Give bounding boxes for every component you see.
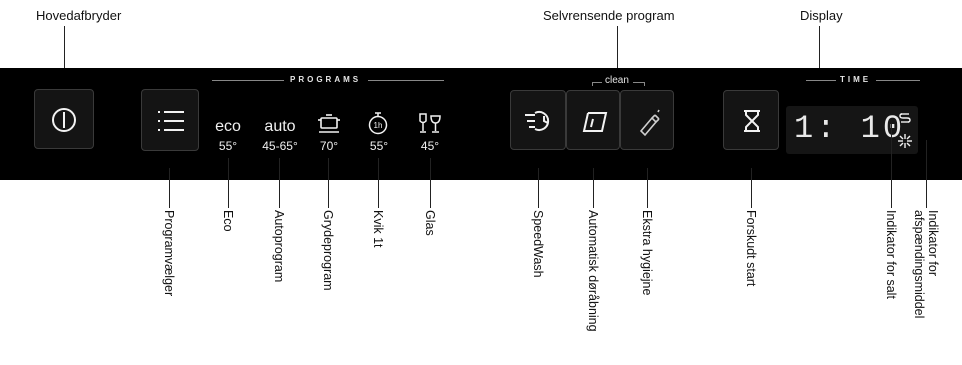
pot-icon[interactable] — [316, 112, 342, 136]
clean-header-line-left — [592, 82, 602, 83]
label-pots: Grydeprogram — [321, 210, 335, 291]
leader-quick — [378, 158, 379, 208]
menu-list-icon — [158, 111, 184, 131]
program-auto-label[interactable]: auto — [264, 118, 296, 135]
programs-header-line-right — [368, 80, 444, 81]
program-auto-temp: 45-65° — [262, 139, 298, 153]
label-program-selector: Programvælger — [162, 210, 176, 297]
leader-auto-door — [593, 168, 594, 208]
power-button[interactable] — [34, 89, 94, 149]
leader-extra-hygiene — [647, 168, 648, 208]
leader-rinse-aid — [926, 140, 927, 208]
leader-self-clean — [617, 26, 618, 68]
label-display: Display — [800, 8, 843, 23]
spray-bottle-icon — [639, 109, 660, 137]
leader-main-switch — [64, 26, 65, 96]
label-eco: Eco — [221, 210, 235, 232]
extra-hygiene-button[interactable] — [620, 90, 674, 150]
speedwash-button[interactable] — [510, 90, 566, 150]
clean-header-tick-left — [592, 82, 593, 86]
leader-delay-start — [751, 168, 752, 208]
clean-header: clean — [605, 75, 629, 86]
leader-display — [819, 26, 820, 104]
leader-pots — [328, 158, 329, 208]
control-panel: PROGRAMS eco 55° auto 45-65° 70° 1h 55° — [0, 68, 962, 180]
leader-salt — [891, 124, 892, 208]
svg-text:1h: 1h — [374, 121, 383, 130]
program-quick-temp: 55° — [369, 139, 389, 153]
label-delay-start: Forskudt start — [744, 210, 758, 287]
leader-program-selector — [169, 168, 170, 208]
leader-speedwash — [538, 168, 539, 208]
time-header: TIME — [840, 75, 872, 84]
program-eco-temp: 55° — [218, 139, 238, 153]
label-auto-door: Automatisk døråbning — [586, 210, 600, 332]
leader-glass — [430, 158, 431, 208]
display-value: 1: 10 — [794, 110, 906, 147]
auto-door-button[interactable] — [566, 90, 620, 150]
speedwash-icon — [525, 111, 550, 131]
salt-indicator-icon — [899, 113, 911, 123]
label-extra-hygiene: Ekstra hygiejne — [640, 210, 654, 296]
program-selector-button[interactable] — [141, 89, 199, 151]
leader-eco — [228, 158, 229, 208]
delay-start-button[interactable] — [723, 90, 779, 150]
door-open-icon — [582, 112, 608, 132]
program-pots-temp: 70° — [319, 139, 339, 153]
rinse-aid-indicator-icon — [898, 134, 912, 148]
time-header-line-left — [806, 80, 836, 81]
programs-header-line-left — [212, 80, 284, 81]
label-self-clean: Selvrensende program — [543, 8, 675, 23]
program-glass-temp: 45° — [420, 139, 440, 153]
hourglass-icon — [744, 110, 760, 132]
label-rinse-aid: Indikator for afspændingsmiddel — [912, 210, 940, 319]
leader-auto — [279, 158, 280, 208]
program-eco-label[interactable]: eco — [215, 118, 241, 135]
label-main-switch: Hovedafbryder — [36, 8, 122, 23]
label-salt: Indikator for salt — [884, 210, 898, 299]
time-display: 1: 10 — [786, 106, 918, 154]
label-glass: Glas — [423, 210, 437, 236]
glasses-icon[interactable] — [417, 111, 443, 135]
label-quick: Kvik 1t — [371, 210, 385, 248]
time-header-line-right — [876, 80, 920, 81]
power-icon — [52, 108, 76, 132]
label-speedwash: SpeedWash — [531, 210, 545, 278]
label-auto: Autoprogram — [272, 210, 286, 283]
programs-header: PROGRAMS — [290, 75, 362, 84]
stopwatch-1h-icon[interactable]: 1h — [366, 111, 390, 135]
clean-header-tick-right — [644, 82, 645, 86]
clean-header-line-right — [633, 82, 645, 83]
